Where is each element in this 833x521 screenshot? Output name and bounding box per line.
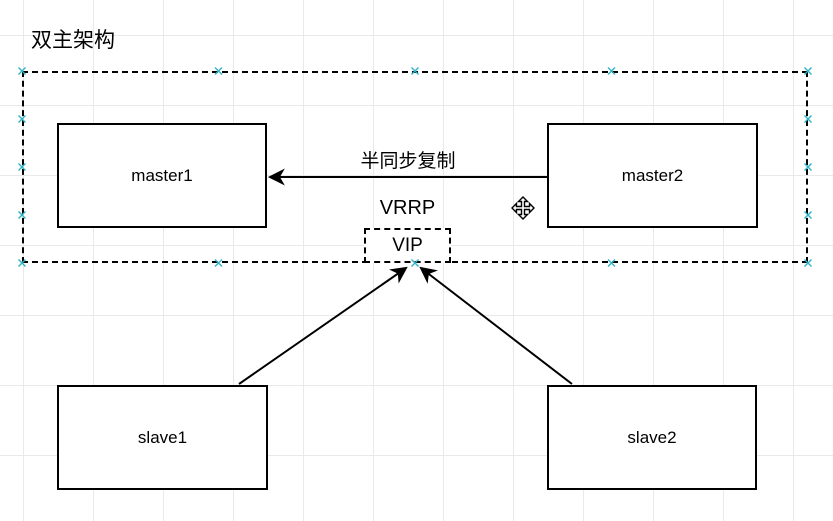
node-master2[interactable]: master2	[547, 123, 758, 228]
node-slave1-label: slave1	[137, 427, 188, 447]
edge-slave1-to-vip[interactable]	[238, 266, 408, 385]
node-vip-label: VIP	[392, 234, 423, 256]
diagram-title[interactable]: 双主架构	[31, 29, 115, 52]
node-vip[interactable]: VIP	[364, 228, 451, 263]
node-slave2-label: slave2	[627, 427, 677, 447]
replication-label[interactable]: 半同步复制	[360, 151, 456, 172]
node-master1-label: master1	[131, 165, 193, 185]
node-slave2[interactable]: slave2	[547, 385, 757, 490]
node-slave1[interactable]: slave1	[57, 385, 268, 490]
vrrp-label[interactable]: VRRP	[379, 197, 436, 219]
node-master1[interactable]: master1	[57, 123, 267, 228]
edge-slave2-to-vip[interactable]	[419, 266, 573, 385]
node-master2-label: master2	[621, 165, 684, 185]
